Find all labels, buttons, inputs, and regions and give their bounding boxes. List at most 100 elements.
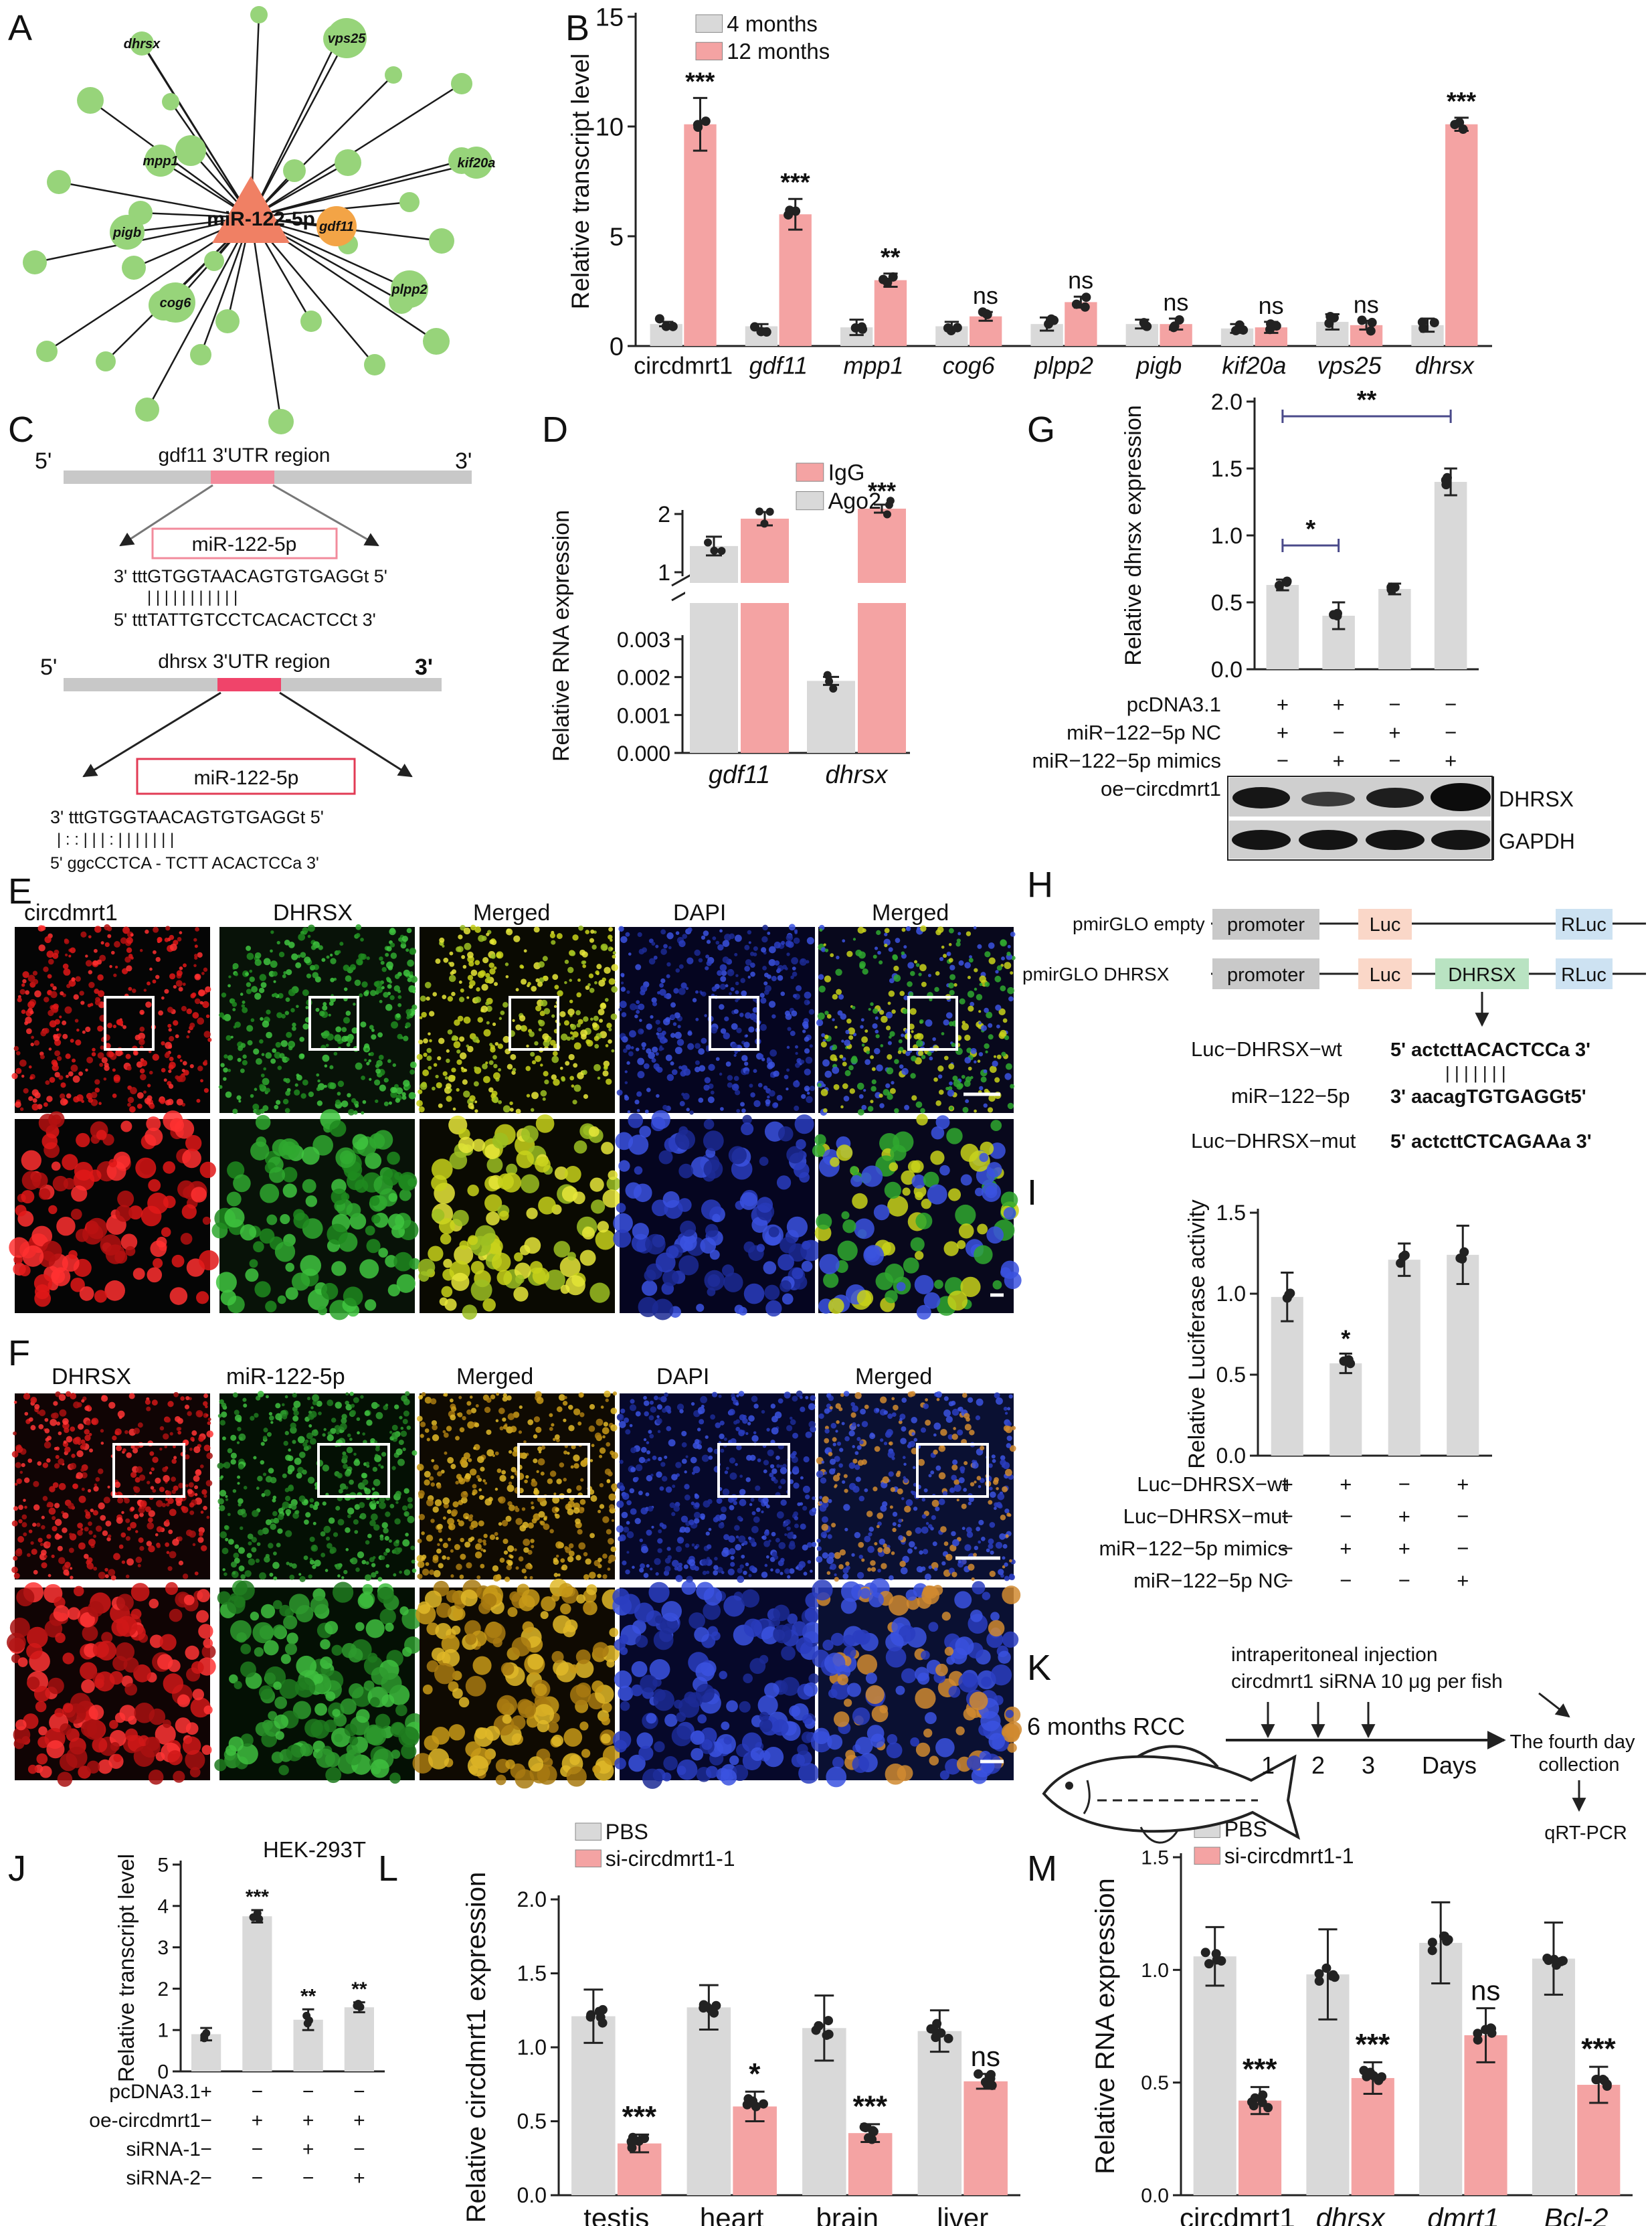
e-zoom-3-signal-25 <box>734 1304 744 1314</box>
e-overview-2-signal-226 <box>432 1086 436 1091</box>
f-overview-0-signal-18 <box>51 1554 55 1559</box>
dhrsx-utr-3prime: 3' <box>415 655 433 680</box>
e-overview-1-signal-158 <box>270 930 274 934</box>
e-overview-4-signal-348 <box>964 1057 972 1064</box>
f-zoom-1-signal-10 <box>314 1703 327 1716</box>
f-overview-1-signal-284 <box>359 1502 365 1509</box>
L-bar-1-1-point-5 <box>742 2100 752 2110</box>
e-overview-2-signal-272 <box>428 1032 431 1036</box>
e-overview-4-signal-327 <box>1007 944 1011 948</box>
f-overview-0-signal-401 <box>194 1492 198 1496</box>
f-overview-0-signal-86 <box>193 1475 200 1482</box>
f-overview-1-signal-95 <box>268 1543 274 1549</box>
e-overview-0-signal-216 <box>47 974 52 979</box>
e-overview-2-signal-254 <box>559 1011 566 1017</box>
f-overview-0-signal-37 <box>84 1527 89 1532</box>
e-overview-0-signal-324 <box>21 1009 26 1015</box>
f-overview-0-signal-237 <box>122 1448 126 1452</box>
f-zoom-2-signal-117 <box>569 1664 579 1674</box>
f-overview-2-signal-328 <box>492 1565 499 1572</box>
e-overview-1-signal-379 <box>401 1095 407 1100</box>
f-overview-0-signal-258 <box>199 1531 203 1536</box>
network-node-25 <box>300 311 322 332</box>
f-overview-0-signal-404 <box>173 1456 177 1460</box>
f-overview-0-signal-347 <box>184 1404 190 1409</box>
e-overview-4-signal-347 <box>907 981 913 987</box>
f-overview-1-signal-297 <box>322 1464 330 1472</box>
e-overview-2-signal-298 <box>560 1033 568 1041</box>
e-overview-1-signal-58 <box>305 1006 309 1009</box>
e-overview-2-signal-197 <box>502 1035 510 1043</box>
J-sig-1: *** <box>246 1886 269 1908</box>
gdf11-binding-site <box>211 470 274 484</box>
L-bar-0-3-point-3 <box>931 2033 941 2043</box>
e-overview-2-signal-41 <box>511 1070 516 1075</box>
f-overview-2-signal-157 <box>450 1398 454 1403</box>
e-overview-3-signal-348 <box>624 1070 628 1074</box>
f-zoom-1-signal-108 <box>284 1642 298 1655</box>
e-overview-3-signal-360 <box>653 1063 660 1069</box>
f-overview-1-signal-222 <box>373 1478 381 1486</box>
f-overview-0-signal-283 <box>199 1464 204 1468</box>
e-zoom-3-signal-106 <box>739 1192 758 1210</box>
e-overview-3-signal-83 <box>749 1084 753 1088</box>
f-overview-2-signal-372 <box>581 1460 587 1466</box>
f-overview-2-signal-93 <box>510 1426 517 1433</box>
e-overview-4-signal-90 <box>958 960 964 966</box>
e-overview-0-signal-305 <box>26 1028 32 1035</box>
e-overview-3-signal-212 <box>701 991 707 997</box>
e-zoom-2-signal-52 <box>521 1125 539 1143</box>
panel-c-schematic: 5' 3' gdf11 3'UTR region miR-122-5p 3' t… <box>35 444 472 873</box>
e-overview-1-signal-340 <box>322 1054 330 1062</box>
f-overview-1-signal-178 <box>230 1434 237 1441</box>
e-overview-2-signal-321 <box>442 1071 448 1076</box>
f-overview-1-signal-81 <box>395 1539 399 1544</box>
e-overview-4-signal-209 <box>832 1046 836 1051</box>
e-overview-2-signal-246 <box>451 1075 456 1080</box>
e-overview-3-signal-158 <box>769 1090 775 1097</box>
e-overview-3-signal-361 <box>720 976 727 982</box>
M-bar-0-1-point-1 <box>1314 1976 1324 1986</box>
B-bar-1-4-point-1 <box>1081 292 1091 303</box>
e-overview-3-signal-78 <box>671 1069 678 1076</box>
network-node-vps25 <box>327 18 367 58</box>
f-overview-2-signal-343 <box>553 1559 559 1565</box>
f-overview-1-signal-116 <box>383 1551 388 1556</box>
f-overview-2-signal-141 <box>573 1502 580 1510</box>
f-overview-0-signal-47 <box>146 1541 152 1547</box>
panel-label-i: I <box>1027 1173 1037 1213</box>
f-zoom-0-signal-68 <box>80 1612 95 1628</box>
f-overview-1-signal-300 <box>346 1446 353 1454</box>
e-overview-2-signal-364 <box>534 1041 539 1046</box>
I-condition-0-mark-0: + <box>1281 1472 1293 1496</box>
e-overview-2-signal-326 <box>458 980 462 984</box>
e-overview-3-signal-377 <box>662 1104 668 1110</box>
e-overview-2-signal-178 <box>420 995 426 1002</box>
e-overview-0-signal-289 <box>194 998 201 1005</box>
B-y-tick-label-2: 10 <box>595 113 624 141</box>
e-overview-2-signal-328 <box>587 983 591 987</box>
e-overview-0-signal-127 <box>64 938 68 943</box>
e-overview-3-signal-44 <box>733 1076 739 1082</box>
f-overview-1-signal-349 <box>275 1403 281 1409</box>
e-overview-3-signal-154 <box>748 1026 755 1033</box>
e-overview-3-signal-340 <box>692 998 697 1003</box>
e-overview-1-signal-197 <box>276 1012 283 1019</box>
e-overview-3-signal-358 <box>734 934 742 942</box>
f-overview-2-signal-18 <box>553 1438 556 1441</box>
f-zoom-0-signal-134 <box>98 1759 112 1774</box>
f-overview-2-signal-97 <box>552 1496 560 1504</box>
M-bar-1-0-point-2 <box>1258 2090 1268 2100</box>
e-overview-2-signal-100 <box>593 1015 599 1021</box>
e-overview-3-signal-353 <box>722 956 729 963</box>
e-zoom-4-signal-53 <box>990 1120 1002 1131</box>
f-overview-0-signal-114 <box>201 1489 207 1495</box>
e-zoom-0-signal-116 <box>163 1110 183 1131</box>
e-overview-3-signal-328 <box>763 981 768 986</box>
f-zoom-2-signal-128 <box>434 1662 456 1685</box>
e-overview-2-signal-157 <box>538 1027 542 1031</box>
e-overview-1-signal-24 <box>284 1011 290 1015</box>
e-zoom-0-signal-104 <box>145 1127 163 1146</box>
e-zoom-3-signal-117 <box>756 1244 765 1252</box>
e-zoom-2-signal-83 <box>581 1226 595 1240</box>
